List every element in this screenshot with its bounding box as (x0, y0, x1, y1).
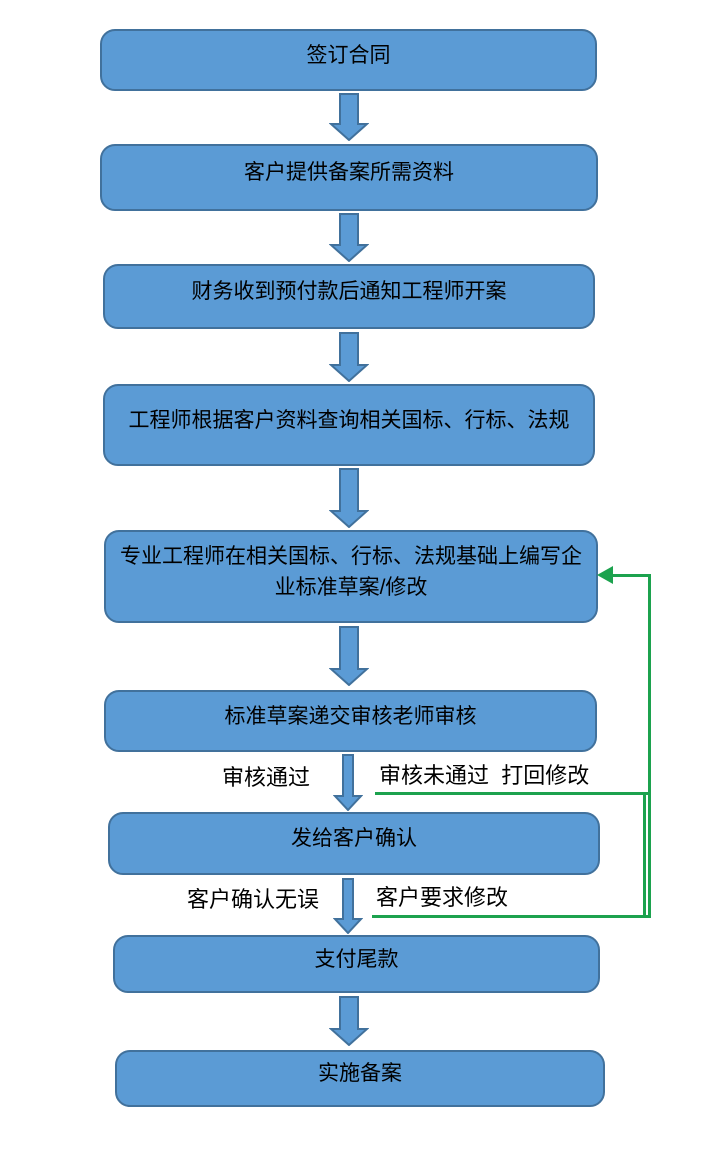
feedback-left-arrow-icon (597, 566, 613, 584)
flow-step-implement-filing: 实施备案 (115, 1050, 605, 1107)
down-arrow-icon (333, 754, 363, 811)
feedback-line-top (602, 574, 651, 577)
edge-label-review-failed: 审核未通过 打回修改 (379, 763, 590, 788)
flow-step-submit-review: 标准草案递交审核老师审核 (104, 690, 597, 752)
flow-step-customer-materials: 客户提供备案所需资料 (100, 144, 598, 211)
feedback-line-review-failed (375, 792, 651, 795)
flow-step-finance-notify: 财务收到预付款后通知工程师开案 (103, 264, 595, 329)
flow-step-engineer-research: 工程师根据客户资料查询相关国标、行标、法规 (103, 384, 595, 466)
down-arrow-icon (329, 996, 369, 1046)
feedback-line-customer-change (372, 915, 651, 918)
down-arrow-icon (329, 468, 369, 528)
feedback-line-vertical-2 (643, 792, 646, 918)
flow-step-draft-standard: 专业工程师在相关国标、行标、法规基础上编写企业标准草案/修改 (104, 530, 598, 623)
down-arrow-icon (329, 626, 369, 686)
flow-step-sign-contract: 签订合同 (100, 29, 597, 91)
edge-label-customer-requests-changes: 客户要求修改 (376, 885, 509, 910)
feedback-line-vertical (648, 574, 651, 918)
flow-step-customer-confirm: 发给客户确认 (108, 812, 600, 875)
edge-label-review-passed: 审核通过 (222, 765, 311, 790)
flow-step-final-payment: 支付尾款 (113, 935, 600, 993)
down-arrow-icon (329, 332, 369, 382)
edge-label-customer-confirmed: 客户确认无误 (187, 887, 320, 912)
down-arrow-icon (329, 93, 369, 141)
down-arrow-icon (333, 878, 363, 934)
down-arrow-icon (329, 213, 369, 262)
